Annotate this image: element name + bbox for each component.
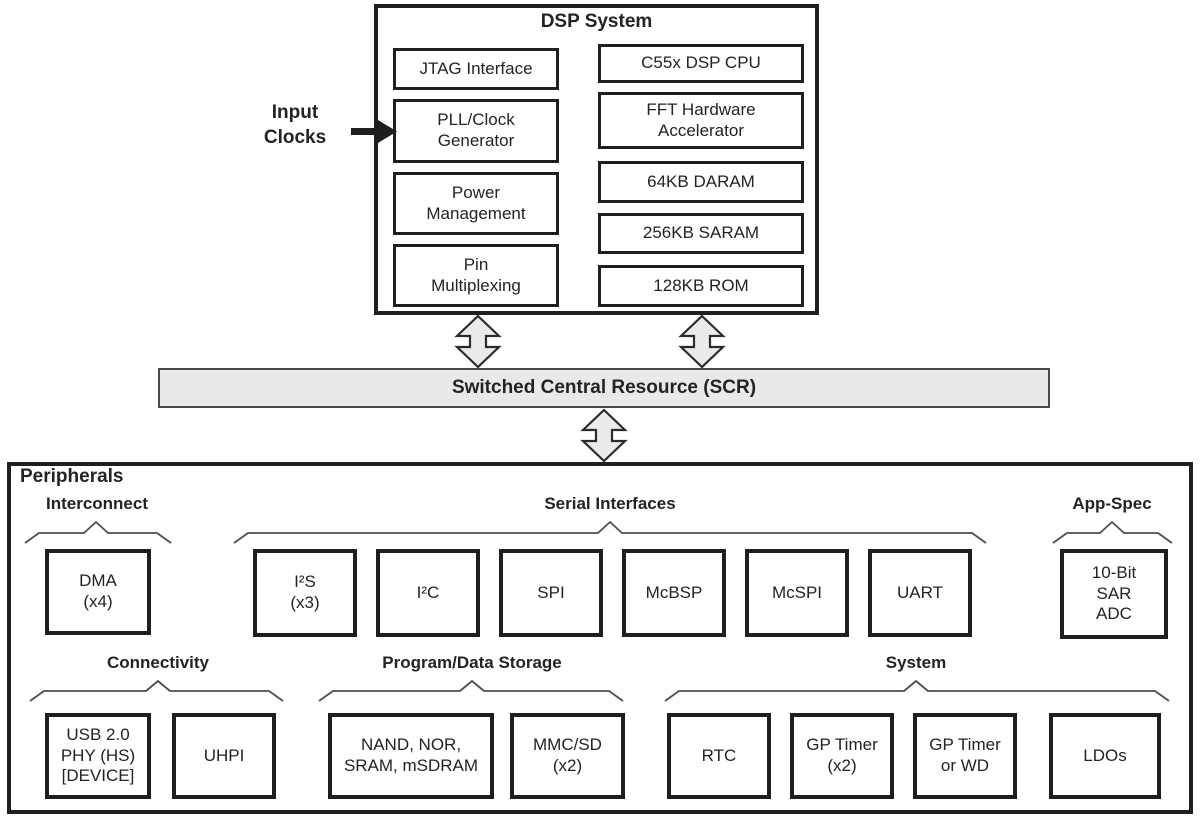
dsp-block-rom: 128KB ROM xyxy=(598,265,804,307)
peripheral-block-i2c: I²C xyxy=(376,549,480,637)
peripheral-block-mcspi: McSPI xyxy=(745,549,849,637)
peripheral-block-sar-adc: 10-Bit SAR ADC xyxy=(1060,549,1168,639)
peripheral-block-mmc-sd: MMC/SD (x2) xyxy=(510,713,625,799)
bidir-arrow-scr-peripherals-icon xyxy=(581,408,627,463)
bidir-arrow-dsp-scr-left-icon xyxy=(455,314,501,369)
peripheral-block-gp-timer: GP Timer (x2) xyxy=(790,713,894,799)
scr-bar-label: Switched Central Resource (SCR) xyxy=(451,377,757,398)
peripheral-block-uhpi: UHPI xyxy=(172,713,276,799)
input-clocks-label: Input Clocks xyxy=(263,102,327,148)
peripheral-block-i2s: I²S (x3) xyxy=(253,549,357,637)
peripheral-block-usb-phy: USB 2.0 PHY (HS) [DEVICE] xyxy=(45,713,151,799)
group-label-app-spec: App-Spec xyxy=(1072,494,1152,513)
dsp-block-jtag: JTAG Interface xyxy=(393,48,559,90)
dsp-block-fft-accelerator: FFT Hardware Accelerator xyxy=(598,92,804,149)
group-label-program-data-storage: Program/Data Storage xyxy=(382,653,562,672)
dsp-block-pin-multiplexing: Pin Multiplexing xyxy=(393,244,559,307)
peripheral-block-dma: DMA (x4) xyxy=(45,549,151,635)
dsp-block-power-management: Power Management xyxy=(393,172,559,235)
bidir-arrow-dsp-scr-right-icon xyxy=(679,314,725,369)
peripheral-block-mcbsp: McBSP xyxy=(622,549,726,637)
group-label-serial-interfaces: Serial Interfaces xyxy=(544,494,676,513)
dsp-block-saram: 256KB SARAM xyxy=(598,213,804,254)
dsp-block-daram: 64KB DARAM xyxy=(598,161,804,203)
peripheral-block-uart: UART xyxy=(868,549,972,637)
dsp-system-title: DSP System xyxy=(540,11,653,32)
group-label-connectivity: Connectivity xyxy=(106,653,210,672)
peripheral-block-gp-timer-wd: GP Timer or WD xyxy=(913,713,1017,799)
group-label-system: System xyxy=(885,653,947,672)
dsp-block-pll-clock-generator: PLL/Clock Generator xyxy=(393,99,559,163)
peripheral-block-rtc: RTC xyxy=(667,713,771,799)
peripheral-block-nand-nor-sram: NAND, NOR, SRAM, mSDRAM xyxy=(328,713,494,799)
peripheral-block-ldos: LDOs xyxy=(1049,713,1161,799)
dsp-block-cpu: C55x DSP CPU xyxy=(598,44,804,83)
peripheral-block-spi: SPI xyxy=(499,549,603,637)
peripherals-title: Peripherals xyxy=(20,466,124,487)
group-label-interconnect: Interconnect xyxy=(45,494,149,513)
scr-bar: Switched Central Resource (SCR) xyxy=(158,368,1050,408)
